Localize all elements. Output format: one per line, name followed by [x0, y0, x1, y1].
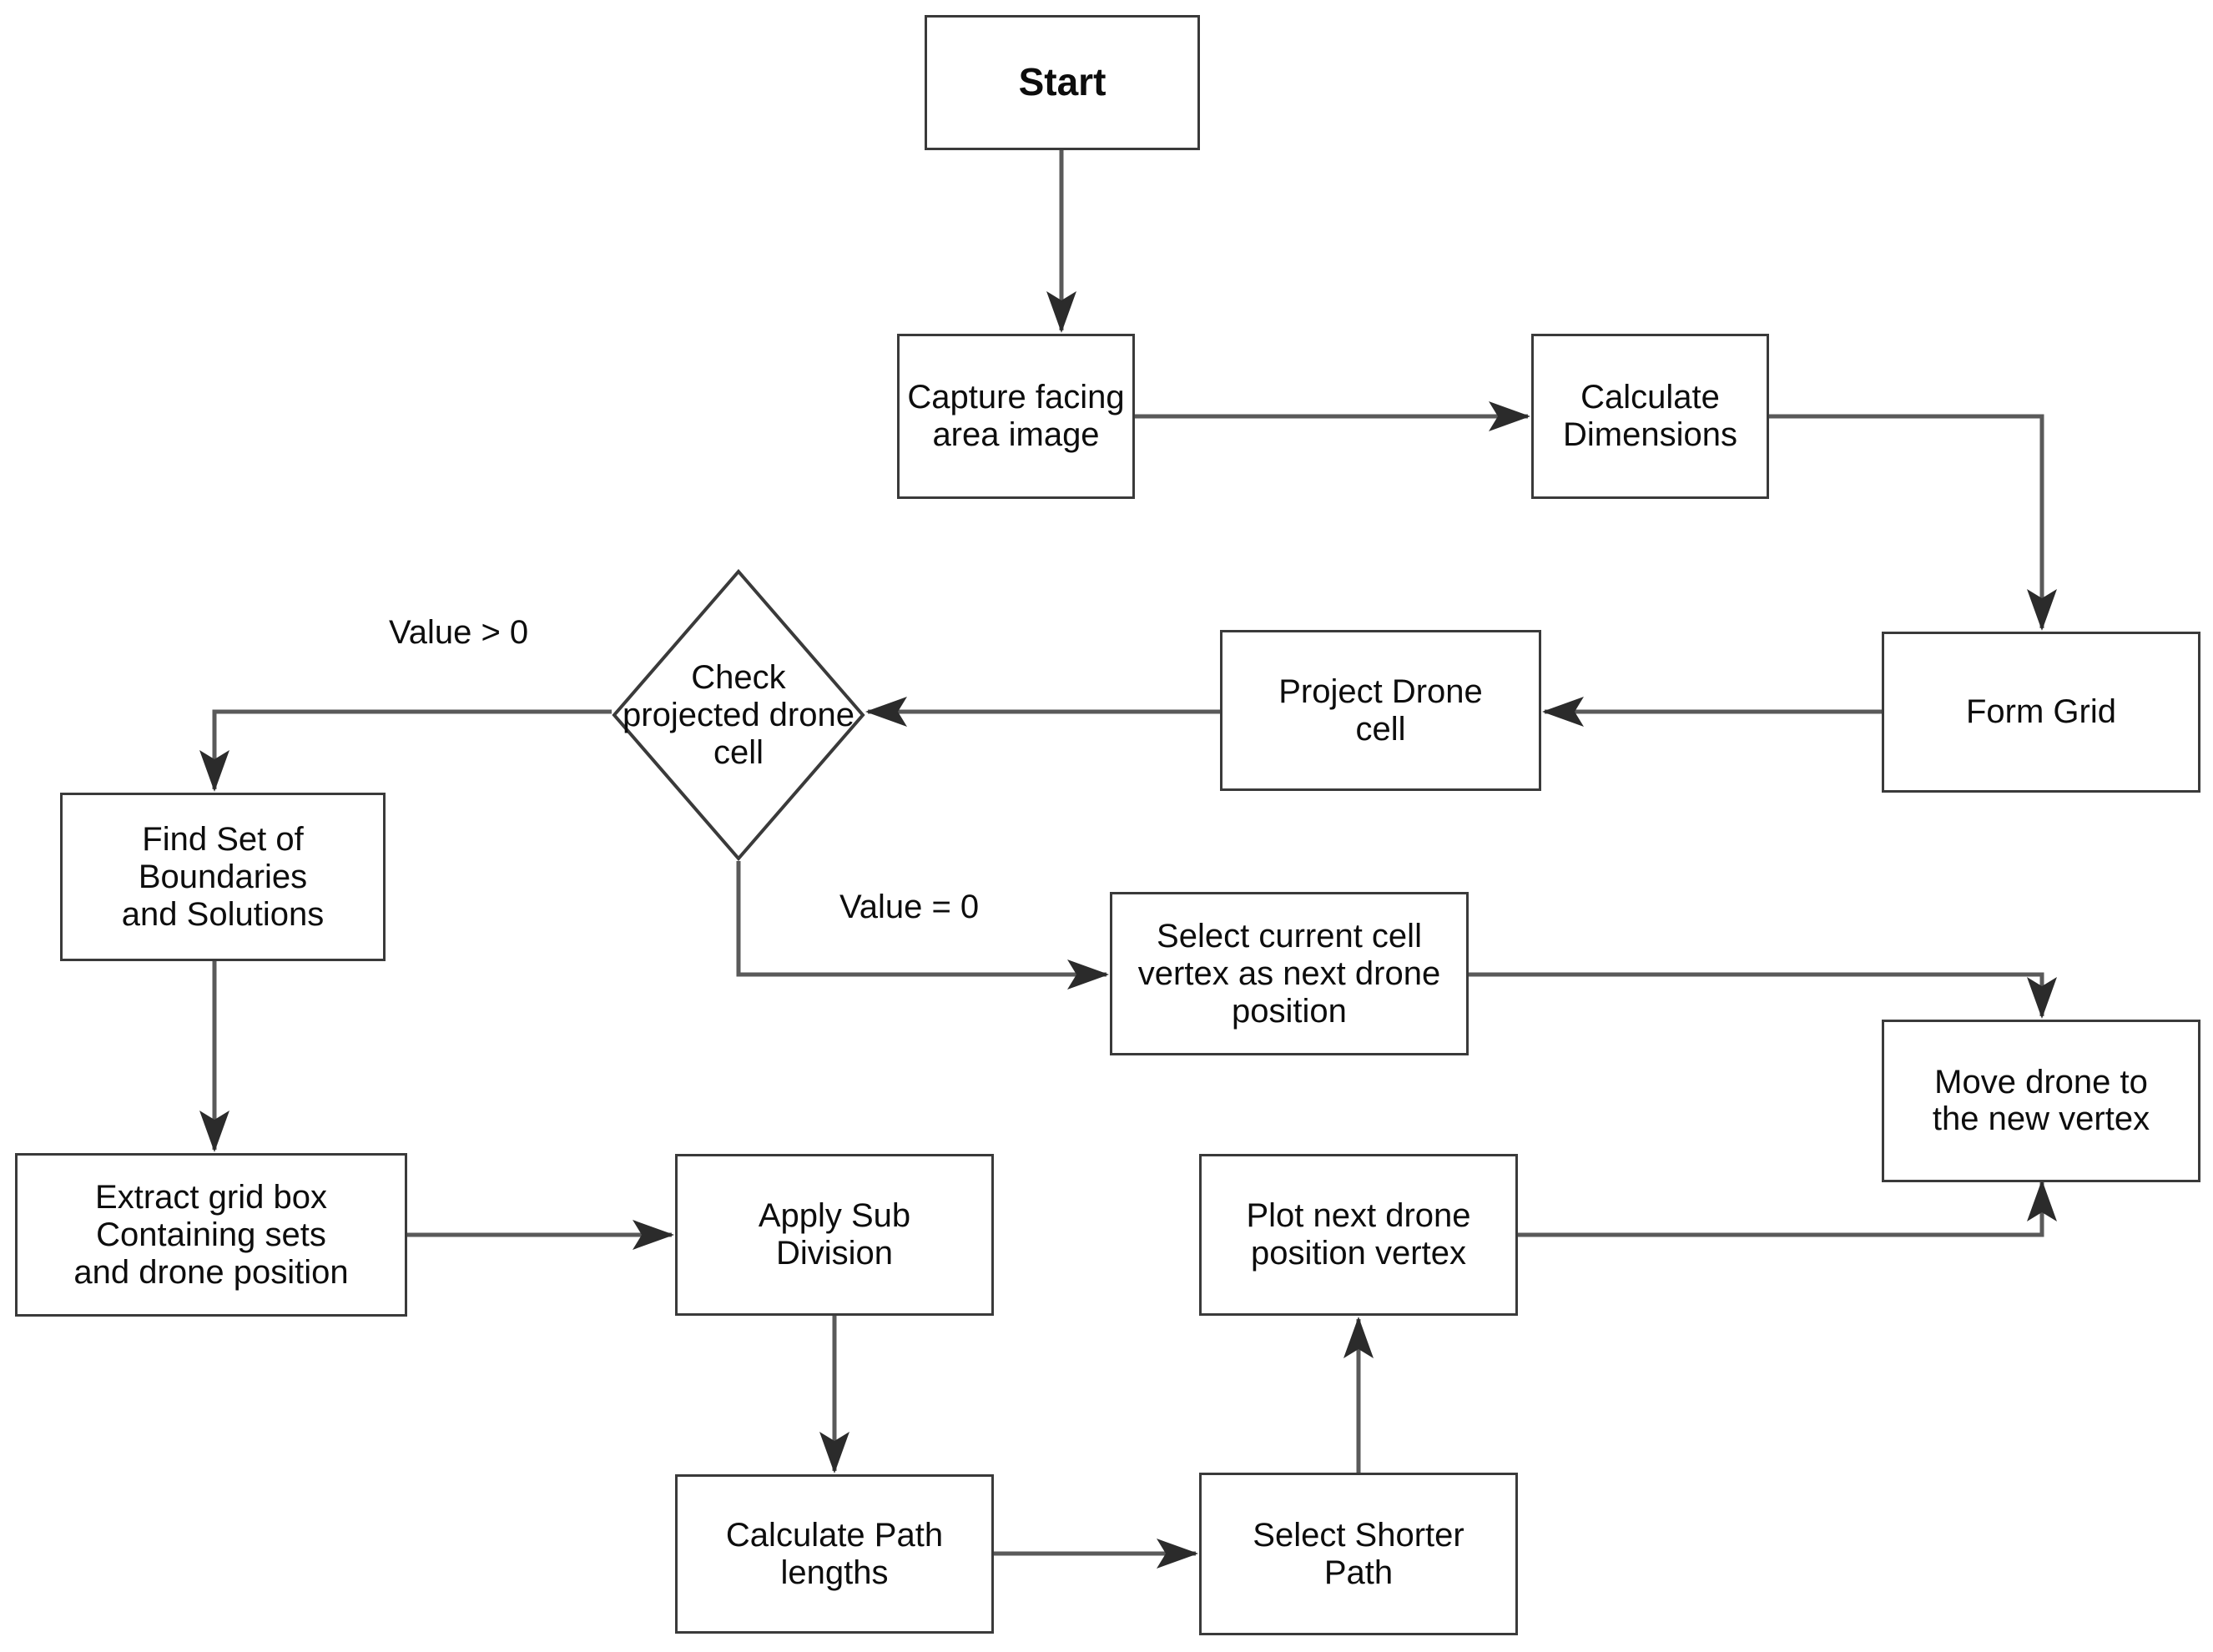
diamond-shape-icon [612, 569, 865, 861]
node-start[interactable]: Start [925, 15, 1200, 150]
node-select-shorter-path[interactable]: Select Shorter Path [1199, 1473, 1518, 1635]
edge-label-value-gt-zero-text: Value > 0 [389, 614, 529, 651]
node-calculate-path-lengths-label: Calculate Path lengths [725, 1516, 944, 1591]
node-check-projected-drone-cell[interactable]: Check projected drone cell [612, 569, 865, 861]
node-calculate-path-lengths[interactable]: Calculate Path lengths [675, 1474, 994, 1634]
edge-check-to-findset [199, 709, 612, 793]
node-plot-next-vertex-label: Plot next drone position vertex [1246, 1197, 1471, 1272]
edge-label-value-eq-zero-text: Value = 0 [839, 889, 980, 925]
node-select-current-cell-label: Select current cell vertex as next drone… [1137, 917, 1441, 1030]
node-check-projected-drone-cell-label: Check projected drone cell [623, 658, 854, 771]
node-select-shorter-path-label: Select Shorter Path [1253, 1516, 1464, 1591]
node-calculate-dimensions[interactable]: Calculate Dimensions [1531, 334, 1769, 499]
node-extract-grid-box-label: Extract grid box Containing sets and dro… [73, 1178, 349, 1291]
node-capture-facing-area-image[interactable]: Capture facing area image [897, 334, 1135, 499]
node-project-drone-cell-label: Project Drone cell [1278, 672, 1483, 748]
node-select-current-cell-vertex[interactable]: Select current cell vertex as next drone… [1110, 892, 1469, 1055]
node-calculate-dimensions-label: Calculate Dimensions [1563, 379, 1737, 453]
node-project-drone-cell[interactable]: Project Drone cell [1220, 630, 1541, 791]
edge-plotnext-to-movedrone [1518, 1179, 2057, 1237]
node-move-drone-label: Move drone to the new vertex [1932, 1063, 2150, 1138]
node-form-grid[interactable]: Form Grid [1882, 632, 2200, 793]
edge-check-to-selectcurrent [736, 861, 1110, 990]
node-apply-sub-division-label: Apply Sub Division [758, 1197, 911, 1272]
node-move-drone-to-new-vertex[interactable]: Move drone to the new vertex [1882, 1020, 2200, 1182]
edge-label-value-greater-than-zero: Value > 0 [389, 614, 528, 652]
edge-label-value-equals-zero: Value = 0 [839, 889, 979, 926]
node-find-set-of-boundaries-and-solutions[interactable]: Find Set of Boundaries and Solutions [60, 793, 386, 961]
node-capture-label: Capture facing area image [907, 379, 1125, 453]
node-apply-sub-division[interactable]: Apply Sub Division [675, 1154, 994, 1316]
node-find-set-label: Find Set of Boundaries and Solutions [121, 820, 325, 933]
node-start-label: Start [1018, 60, 1106, 104]
node-extract-grid-box[interactable]: Extract grid box Containing sets and dro… [15, 1153, 407, 1317]
edge-calculate-to-formgrid [1769, 414, 2057, 632]
node-plot-next-drone-position-vertex[interactable]: Plot next drone position vertex [1199, 1154, 1518, 1316]
edge-selectcurrent-to-movedrone [1469, 972, 2057, 1020]
node-form-grid-label: Form Grid [1966, 693, 2116, 731]
